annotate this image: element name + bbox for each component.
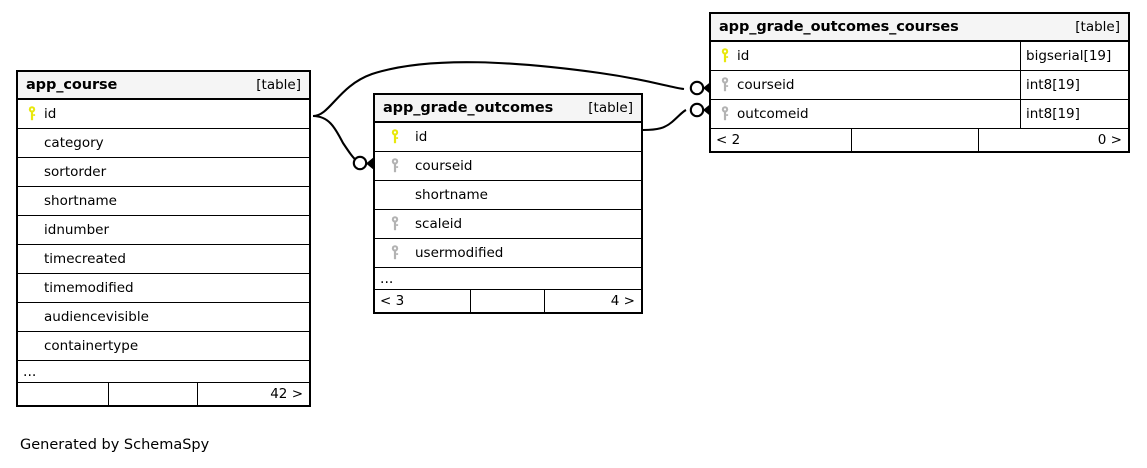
column-row-shortname[interactable]: shortname xyxy=(375,181,641,210)
column-row-idnumber[interactable]: idnumber xyxy=(18,216,309,245)
generated-by-caption: Generated by SchemaSpy xyxy=(20,437,210,453)
gray-key-icon xyxy=(717,77,733,93)
footer-middle-cell xyxy=(108,383,198,405)
column-label: outcomeid xyxy=(737,106,809,122)
column-row-courseid[interactable]: courseid xyxy=(375,152,641,181)
table-type-tag: [table] xyxy=(256,77,301,93)
column-label: courseid xyxy=(737,77,795,93)
column-name-cell: sortorder xyxy=(18,158,309,186)
column-label: category xyxy=(44,135,104,151)
column-row-id[interactable]: id xyxy=(375,123,641,152)
gray-key-icon xyxy=(717,106,733,122)
table-footer-app-grade-outcomes: < 3 4 > xyxy=(375,290,641,312)
column-name-cell: id xyxy=(18,100,309,128)
gray-key-icon xyxy=(381,158,409,174)
footer-middle-cell xyxy=(851,129,979,151)
column-label: idnumber xyxy=(44,222,110,238)
column-row-courseid[interactable]: courseid int8[19] xyxy=(711,71,1128,100)
column-name-cell: timecreated xyxy=(18,245,309,273)
column-name-cell: id xyxy=(375,123,641,151)
footer-child-count: 4 > xyxy=(610,293,635,309)
table-header-app-grade-outcomes: app_grade_outcomes [table] xyxy=(375,95,641,123)
yellow-key-icon xyxy=(381,129,409,145)
column-row-category[interactable]: category xyxy=(18,129,309,158)
column-type: bigserial[19] xyxy=(1020,42,1128,70)
gray-key-icon xyxy=(381,245,409,261)
table-header-app-course: app_course [table] xyxy=(18,72,309,100)
column-row-timecreated[interactable]: timecreated xyxy=(18,245,309,274)
footer-middle-cell xyxy=(470,290,545,312)
table-footer-app-course: 42 > xyxy=(18,383,309,405)
endpoint-grade-outcomes-courseid xyxy=(352,155,375,171)
yellow-key-icon xyxy=(24,106,40,122)
column-label: shortname xyxy=(415,187,488,203)
column-label: shortname xyxy=(44,193,117,209)
column-label: timecreated xyxy=(44,251,126,267)
footer-parent-count: < 2 xyxy=(716,132,741,148)
column-label: containertype xyxy=(44,338,139,354)
yellow-key-icon xyxy=(717,48,733,64)
table-title: app_grade_outcomes_courses xyxy=(719,19,959,35)
ellipsis-label: ... xyxy=(380,271,394,287)
column-label: id xyxy=(44,106,57,122)
table-footer-app-grade-outcomes-courses: < 2 0 > xyxy=(711,129,1128,151)
table-header-app-grade-outcomes-courses: app_grade_outcomes_courses [table] xyxy=(711,14,1128,42)
column-row-scaleid[interactable]: scaleid xyxy=(375,210,641,239)
more-columns-ellipsis: ... xyxy=(375,268,641,290)
table-app-grade-outcomes-courses[interactable]: app_grade_outcomes_courses [table] id bi… xyxy=(709,12,1130,153)
column-name-cell: containertype xyxy=(18,332,309,360)
footer-parent-count xyxy=(18,383,108,405)
column-label: audiencevisible xyxy=(44,309,149,325)
more-columns-ellipsis: ... xyxy=(18,361,309,383)
column-row-containertype[interactable]: containertype xyxy=(18,332,309,361)
column-name-cell: usermodified xyxy=(375,239,641,267)
column-name-cell: scaleid xyxy=(375,210,641,238)
column-label: sortorder xyxy=(44,164,107,180)
column-row-timemodified[interactable]: timemodified xyxy=(18,274,309,303)
column-name-cell: timemodified xyxy=(18,274,309,302)
column-name-cell: id xyxy=(711,42,1020,70)
column-type: int8[19] xyxy=(1020,100,1128,128)
table-title: app_course xyxy=(26,77,118,93)
table-app-grade-outcomes[interactable]: app_grade_outcomes [table] id xyxy=(373,93,643,314)
column-name-cell: shortname xyxy=(375,181,641,209)
column-name-cell: category xyxy=(18,129,309,157)
column-label: id xyxy=(737,48,750,64)
footer-child-count: 42 > xyxy=(270,386,303,402)
column-name-cell: idnumber xyxy=(18,216,309,244)
table-type-tag: [table] xyxy=(588,100,633,116)
edge-grade-outcomes-to-outcomes-courses xyxy=(642,109,687,132)
gray-key-icon xyxy=(381,216,409,232)
column-row-audiencevisible[interactable]: audiencevisible xyxy=(18,303,309,332)
column-name-cell: audiencevisible xyxy=(18,303,309,331)
column-type: int8[19] xyxy=(1020,71,1128,99)
column-label: timemodified xyxy=(44,280,134,296)
column-label: usermodified xyxy=(415,245,504,261)
column-name-cell: shortname xyxy=(18,187,309,215)
table-app-course[interactable]: app_course [table] id category xyxy=(16,70,311,407)
column-label: id xyxy=(415,129,428,145)
table-title: app_grade_outcomes xyxy=(383,100,554,116)
column-label: courseid xyxy=(415,158,473,174)
column-row-sortorder[interactable]: sortorder xyxy=(18,158,309,187)
footer-parent-count: < 3 xyxy=(380,293,405,309)
column-row-usermodified[interactable]: usermodified xyxy=(375,239,641,268)
column-name-cell: courseid xyxy=(711,71,1020,99)
column-row-id[interactable]: id xyxy=(18,100,309,129)
column-name-cell: courseid xyxy=(375,152,641,180)
column-name-cell: outcomeid xyxy=(711,100,1020,128)
footer-child-count: 0 > xyxy=(1097,132,1122,148)
table-type-tag: [table] xyxy=(1075,19,1120,35)
column-row-outcomeid[interactable]: outcomeid int8[19] xyxy=(711,100,1128,129)
ellipsis-label: ... xyxy=(23,364,37,380)
column-row-id[interactable]: id bigserial[19] xyxy=(711,42,1128,71)
edge-course-to-grade-outcomes xyxy=(312,114,358,162)
column-label: scaleid xyxy=(415,216,463,232)
column-row-shortname[interactable]: shortname xyxy=(18,187,309,216)
